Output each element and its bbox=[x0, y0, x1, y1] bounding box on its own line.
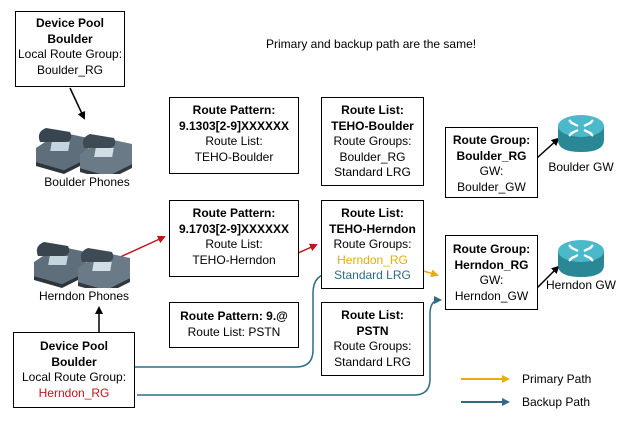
route-list-herndon: Route List: TEHO-Herndon Route Groups: H… bbox=[321, 200, 424, 289]
route-list-value: TEHO-Herndon bbox=[192, 252, 276, 267]
diagram-note: Primary and backup path are the same! bbox=[266, 37, 477, 51]
route-list-name: TEHO-Herndon bbox=[329, 221, 416, 236]
route-group-item-primary: Herndon_RG bbox=[337, 252, 408, 267]
herndon-router-icon bbox=[558, 240, 604, 277]
gateway-value: Boulder_GW bbox=[457, 179, 526, 194]
route-list-label: Route List: bbox=[205, 237, 263, 251]
gateway-value: Herndon_GW bbox=[454, 288, 529, 303]
boulder-router-icon bbox=[558, 115, 604, 152]
device-pool-boulder-bottom: Device Pool Boulder Local Route Group: H… bbox=[13, 332, 135, 408]
herndon-gw-label: Herndon GW bbox=[545, 278, 617, 292]
herndon-phones-to-route-pattern-arrow bbox=[117, 235, 166, 259]
route-groups-label: Route Groups: bbox=[333, 134, 412, 148]
route-list-value: TEHO-Boulder bbox=[194, 149, 274, 164]
device-pool-name: Boulder bbox=[47, 31, 93, 46]
devicepool-to-boulder-phones-arrow bbox=[69, 87, 86, 120]
device-pool-title: Device Pool bbox=[35, 16, 105, 30]
route-group-name: Boulder_RG bbox=[456, 148, 527, 163]
route-pattern-pstn: Route Pattern: 9.@ Route List: PSTN bbox=[169, 302, 299, 348]
route-pattern-herndon: Route Pattern: 9.1703[2-9]XXXXXX Route L… bbox=[169, 200, 299, 277]
route-list-name: TEHO-Boulder bbox=[331, 118, 414, 133]
route-pattern-title: Route Pattern: bbox=[192, 103, 276, 117]
route-list-name: PSTN bbox=[356, 323, 389, 338]
route-group-item-backup: Standard LRG bbox=[334, 268, 411, 282]
route-group-herndon: Route Group: Herndon_RG GW: Herndon_GW bbox=[445, 235, 538, 310]
boulder-rg-to-gw-arrow bbox=[536, 137, 560, 159]
route-group-boulder: Route Group: Boulder_RG GW: Boulder_GW bbox=[445, 127, 538, 198]
route-list-boulder: Route List: TEHO-Boulder Route Groups: B… bbox=[321, 97, 424, 186]
gateway-label: GW: bbox=[479, 164, 504, 178]
local-route-group-label: Local Route Group: bbox=[21, 370, 127, 384]
route-list-pstn: Route List: PSTN Route Groups: Standard … bbox=[321, 302, 424, 376]
local-route-group-label: Local Route Group: bbox=[17, 47, 123, 61]
backup-path-to-route-group-arrow bbox=[137, 296, 442, 396]
gateway-label: GW: bbox=[479, 273, 504, 287]
device-pool-boulder-top: Device Pool Boulder Local Route Group: B… bbox=[15, 11, 125, 87]
device-pool-name: Boulder bbox=[51, 354, 97, 369]
route-group-title: Route Group: bbox=[452, 133, 531, 147]
local-route-group-value: Herndon_RG bbox=[38, 385, 110, 400]
route-group-item: Standard LRG bbox=[334, 165, 411, 179]
route-pattern-title: Route Pattern: 9.@ bbox=[180, 309, 288, 323]
route-list-title: Route List: bbox=[341, 103, 404, 117]
legend-primary-label: Primary Path bbox=[522, 372, 592, 386]
herndon-rg-to-gw-arrow bbox=[536, 265, 560, 289]
boulder-phones-icon bbox=[36, 128, 132, 174]
route-groups-label: Route Groups: bbox=[333, 237, 412, 251]
route-list-value: Route List: PSTN bbox=[187, 324, 281, 339]
route-group-item: Standard LRG bbox=[334, 354, 411, 369]
device-pool-title: Device Pool bbox=[39, 339, 109, 353]
route-groups-label: Route Groups: bbox=[333, 339, 412, 353]
route-pattern-value: 9.1703[2-9]XXXXXX bbox=[178, 221, 290, 236]
local-route-group-value: Boulder_RG bbox=[36, 62, 104, 77]
route-list-label: Route List: bbox=[205, 134, 263, 148]
herndon-phones-label: Herndon Phones bbox=[38, 289, 130, 303]
route-pattern-title: Route Pattern: bbox=[192, 206, 276, 220]
boulder-phones-label: Boulder Phones bbox=[44, 175, 130, 189]
route-group-item: Boulder_RG bbox=[339, 149, 406, 164]
legend-backup-label: Backup Path bbox=[522, 395, 591, 409]
route-group-name: Herndon_RG bbox=[454, 257, 529, 272]
route-pattern-boulder: Route Pattern: 9.1303[2-9]XXXXXX Route L… bbox=[169, 97, 299, 174]
route-group-title: Route Group: bbox=[452, 242, 531, 256]
route-pattern-value: 9.1303[2-9]XXXXXX bbox=[178, 118, 290, 133]
herndon-phones-icon bbox=[34, 242, 130, 288]
route-list-title: Route List: bbox=[341, 308, 404, 322]
route-list-title: Route List: bbox=[341, 206, 404, 220]
boulder-gw-label: Boulder GW bbox=[548, 160, 614, 174]
